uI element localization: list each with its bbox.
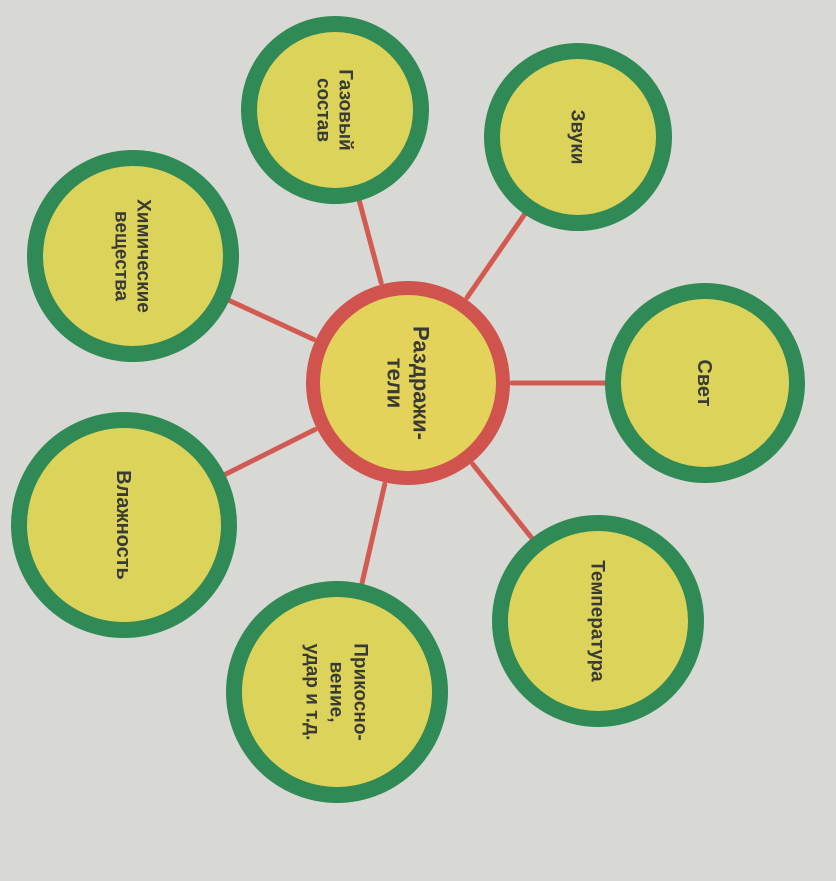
node-touch: Прикосно-вение,удар и т.д. bbox=[226, 581, 448, 803]
node-temperature: Температура bbox=[492, 515, 704, 727]
connector-humidity bbox=[220, 427, 318, 478]
connector-chemicals bbox=[224, 297, 317, 342]
node-humidity-label: Влажность bbox=[112, 470, 134, 580]
node-temperature-label-line: Температура bbox=[586, 560, 607, 682]
node-touch-label: Прикосно-вение,удар и т.д. bbox=[301, 643, 370, 741]
node-touch-label-line: Прикосно- bbox=[349, 643, 370, 741]
node-humidity-fill bbox=[27, 428, 221, 622]
connector-temperature bbox=[470, 461, 536, 543]
node-light-fill bbox=[621, 299, 789, 467]
node-temperature-fill bbox=[508, 531, 688, 711]
node-touch-label-line: вение, bbox=[325, 662, 346, 723]
node-gas-label-line: состав bbox=[312, 78, 333, 142]
connectors bbox=[220, 196, 610, 589]
node-touch-fill bbox=[242, 597, 432, 787]
node-chemicals-label-line: вещества bbox=[110, 211, 131, 302]
center-label-line: Раздражи- bbox=[408, 326, 433, 440]
center-label: Раздражи-тели bbox=[382, 326, 433, 440]
center-fill bbox=[320, 295, 496, 471]
node-touch-label-line: удар и т.д. bbox=[301, 644, 322, 741]
center-node: Раздражи-тели bbox=[306, 281, 510, 485]
node-light: Свет bbox=[605, 283, 805, 483]
node-chemicals-label-line: Химические bbox=[132, 199, 153, 313]
node-humidity: Влажность bbox=[11, 412, 237, 638]
connector-sounds bbox=[464, 210, 529, 300]
node-temperature-label: Температура bbox=[586, 560, 607, 682]
node-sounds-fill bbox=[500, 59, 656, 215]
connector-touch bbox=[358, 481, 388, 589]
node-sounds-label: Звуки bbox=[566, 110, 587, 165]
node-light-label: Свет bbox=[693, 359, 715, 406]
connector-gas bbox=[356, 196, 384, 286]
node-chemicals-fill bbox=[43, 166, 223, 346]
node-gas-fill bbox=[257, 32, 413, 188]
node-sounds: Звуки bbox=[484, 43, 672, 231]
node-light-label-line: Свет bbox=[693, 359, 715, 406]
center-label-line: тели bbox=[382, 358, 407, 409]
node-humidity-label-line: Влажность bbox=[112, 470, 134, 580]
node-gas-label-line: Газовый bbox=[334, 69, 355, 150]
node-sounds-label-line: Звуки bbox=[566, 110, 587, 165]
